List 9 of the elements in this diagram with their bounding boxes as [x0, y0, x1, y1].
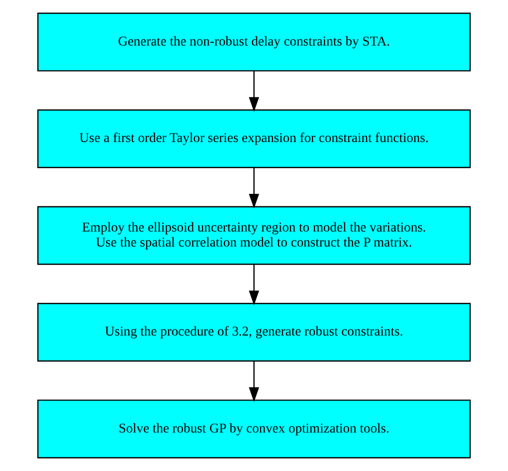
node-box: Employ the ellipsoid uncertainty region to model the variations. Use the spatial correlation model to construct the P matrix.: [37, 206, 471, 265]
arrow: [248, 168, 260, 209]
node-box: Generate the non-robust delay constraints by STA.: [37, 12, 471, 72]
arrow: [248, 71, 260, 112]
arrow: [248, 264, 260, 306]
node-box: Solve the robust GP by convex optimization tools.: [37, 400, 471, 458]
node-box: Use a first order Taylor series expansion for constraint functions.: [37, 109, 471, 168]
node-box: Using the procedure of 3.2, generate robust constraints.: [37, 302, 471, 362]
arrow: [248, 361, 260, 402]
